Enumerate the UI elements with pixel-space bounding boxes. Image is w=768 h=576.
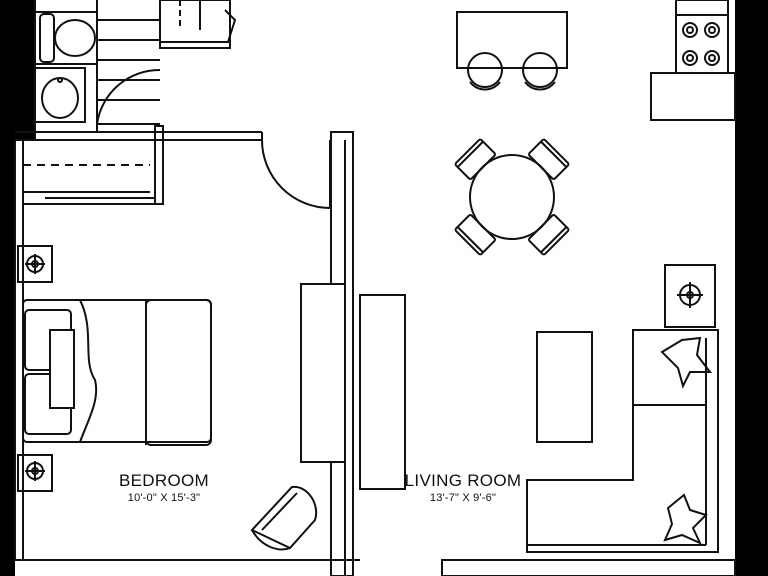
- burner: [704, 50, 720, 66]
- sink-basin: [41, 77, 79, 119]
- toilet-bowl: [54, 19, 96, 57]
- dresser-icon: [300, 283, 346, 463]
- bed-sheet-fold: [79, 299, 98, 443]
- bedroom-name: BEDROOM: [119, 471, 209, 490]
- pillow-icon: [660, 336, 713, 389]
- toilet-icon: [34, 11, 98, 65]
- closet-sill: [159, 41, 231, 49]
- kitchen-cabinet: [675, 0, 729, 16]
- closet-shelf: [159, 0, 231, 43]
- bar-stool-icon: [467, 52, 503, 91]
- chair-icon: [454, 138, 496, 180]
- armchair-back: [261, 492, 298, 531]
- bathroom: [34, 0, 237, 132]
- toilet-tank: [39, 13, 55, 63]
- table-lamp-icon: [17, 454, 53, 492]
- kitchen-island-icon: [456, 11, 568, 69]
- bedroom-dimensions: 10'-0" X 15'-3": [127, 492, 201, 504]
- living-bottom-wall-strip: [441, 559, 736, 576]
- sink-icon: [34, 67, 86, 123]
- left-exterior-wall: [0, 0, 15, 576]
- bedroom-label: BEDROOM 10'-0" X 15'-3": [104, 472, 224, 504]
- pillow-icon: [663, 493, 708, 545]
- table-lamp-icon: [17, 245, 53, 283]
- living-room-dimensions: 13'-7" X 9'-6": [429, 492, 497, 504]
- right-exterior-wall: [735, 0, 768, 576]
- coffee-table-icon: [536, 331, 593, 443]
- bedroom-closet: [23, 125, 331, 209]
- upper-left-wall-block: [15, 0, 35, 140]
- bar-stool-icon: [522, 52, 558, 91]
- burner-center: [708, 54, 716, 62]
- kitchen-counter: [650, 72, 736, 121]
- closet-post: [154, 125, 164, 205]
- burner: [682, 22, 698, 38]
- bed-blanket: [145, 299, 212, 446]
- dining-table-icon: [469, 154, 555, 240]
- armchair-seat: [251, 529, 291, 551]
- bedroom-furniture: [17, 245, 346, 551]
- burner-center: [708, 26, 716, 34]
- table-lamp-icon: [664, 264, 716, 328]
- chair-icon: [528, 214, 570, 256]
- burner-center: [686, 54, 694, 62]
- chair-icon: [528, 138, 570, 180]
- living-room-label: LIVING ROOM 13'-7" X 9'-6": [400, 472, 526, 504]
- burner-center: [686, 26, 694, 34]
- living-furniture: [359, 0, 736, 553]
- burner: [682, 50, 698, 66]
- bedroom-door-swing-icon: [261, 139, 331, 209]
- armchair-icon: [250, 485, 318, 550]
- door-swing-icon: [96, 68, 161, 125]
- sink-tap: [57, 77, 63, 83]
- living-room-name: LIVING ROOM: [404, 471, 522, 490]
- bedroom-left-wall: [14, 139, 24, 561]
- chair-icon: [454, 214, 496, 256]
- stove-icon: [675, 14, 729, 74]
- burner: [704, 22, 720, 38]
- closet-door: [224, 9, 237, 43]
- tv-console-icon: [359, 294, 406, 490]
- bed-headboard-detail: [49, 329, 75, 409]
